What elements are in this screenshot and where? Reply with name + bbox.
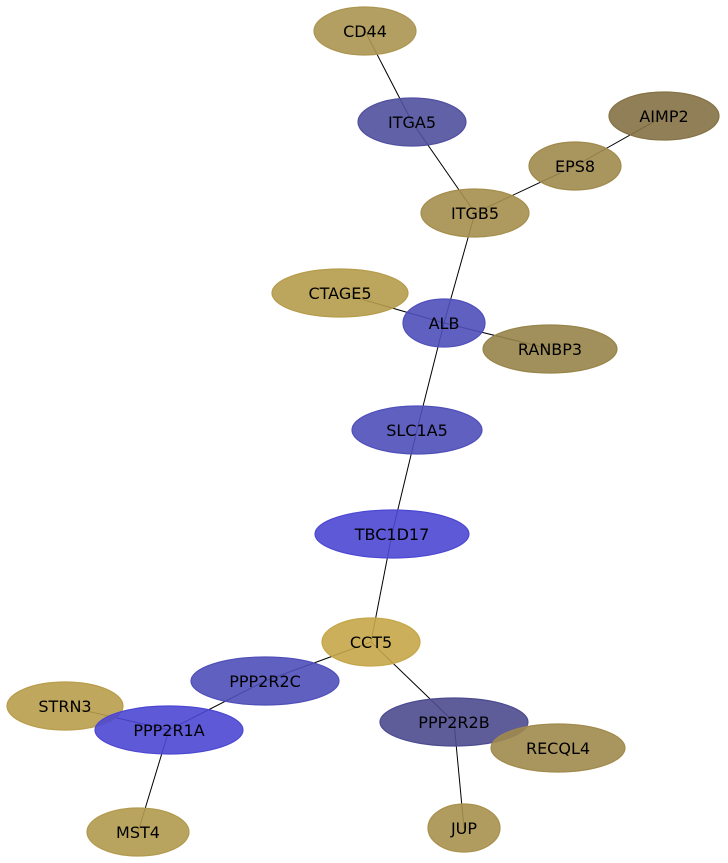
node-itgb5[interactable]: ITGB5: [420, 188, 530, 238]
node-label: ITGB5: [451, 204, 499, 223]
node-label: SLC1A5: [386, 421, 448, 440]
node-eps8[interactable]: EPS8: [528, 141, 622, 191]
node-label: PPP2R2B: [418, 713, 489, 732]
node-ellipse: [351, 405, 483, 455]
node-ppp2r1a[interactable]: PPP2R1A: [94, 705, 244, 755]
node-label: RANBP3: [518, 340, 582, 359]
node-ellipse: [86, 807, 190, 857]
node-label: ALB: [429, 314, 460, 333]
node-ellipse: [427, 803, 501, 853]
node-label: CTAGE5: [308, 284, 371, 303]
node-ellipse: [321, 617, 421, 667]
node-ranbp3[interactable]: RANBP3: [482, 324, 618, 374]
node-ellipse: [314, 509, 470, 559]
node-ctage5[interactable]: CTAGE5: [271, 268, 409, 318]
node-label: PPP2R2C: [229, 672, 301, 691]
node-recql4[interactable]: RECQL4: [490, 723, 626, 773]
node-ellipse: [420, 188, 530, 238]
node-label: PPP2R1A: [133, 721, 204, 740]
node-jup[interactable]: JUP: [427, 803, 501, 853]
node-label: EPS8: [555, 157, 595, 176]
node-slc1a5[interactable]: SLC1A5: [351, 405, 483, 455]
node-label: CCT5: [350, 633, 392, 652]
node-ellipse: [490, 723, 626, 773]
node-ellipse: [379, 697, 529, 747]
node-ellipse: [94, 705, 244, 755]
node-cct5[interactable]: CCT5: [321, 617, 421, 667]
node-ellipse: [528, 141, 622, 191]
node-ellipse: [190, 656, 340, 706]
node-strn3[interactable]: STRN3: [6, 681, 124, 731]
node-label: CD44: [343, 22, 387, 41]
node-aimp2[interactable]: AIMP2: [608, 91, 720, 141]
node-label: STRN3: [38, 697, 91, 716]
node-cd44[interactable]: CD44: [313, 6, 417, 56]
node-itga5[interactable]: ITGA5: [357, 97, 467, 147]
node-ellipse: [402, 298, 486, 348]
node-ellipse: [271, 268, 409, 318]
node-label: ITGA5: [388, 113, 436, 132]
node-ellipse: [6, 681, 124, 731]
node-mst4[interactable]: MST4: [86, 807, 190, 857]
node-label: MST4: [116, 823, 160, 842]
node-ellipse: [313, 6, 417, 56]
node-ellipse: [608, 91, 720, 141]
node-tbc1d17[interactable]: TBC1D17: [314, 509, 470, 559]
node-ppp2r2c[interactable]: PPP2R2C: [190, 656, 340, 706]
node-ellipse: [357, 97, 467, 147]
node-ppp2r2b[interactable]: PPP2R2B: [379, 697, 529, 747]
node-label: RECQL4: [526, 739, 590, 758]
node-label: TBC1D17: [354, 525, 430, 544]
node-label: AIMP2: [639, 107, 688, 126]
node-alb[interactable]: ALB: [402, 298, 486, 348]
node-label: JUP: [450, 819, 477, 838]
node-ellipse: [482, 324, 618, 374]
